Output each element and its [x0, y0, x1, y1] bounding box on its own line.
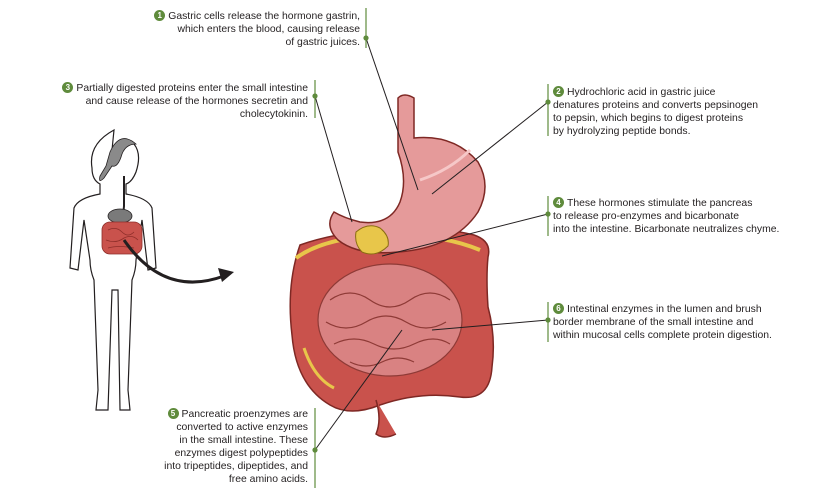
callout-3-line-2: and cause release of the hormones secret…	[85, 96, 308, 107]
figure-pointer-arrow	[122, 239, 225, 284]
small-intestine	[317, 263, 463, 377]
callout-4-line-2: to release pro-enzymes and bicarbonate	[553, 211, 739, 222]
leader-lines	[314, 37, 549, 451]
callout-5-line-3: in the small intestine. These	[179, 435, 308, 446]
callout-1-line-2: which enters the blood, causing release	[177, 24, 360, 35]
callout-5-line-4: enzymes digest polypeptides	[174, 448, 308, 459]
arrow-head	[218, 268, 234, 282]
callout-6-line-1: Intestinal enzymes in the lumen and brus…	[567, 304, 762, 315]
callout-3-line-3: cholecytokinin.	[239, 109, 308, 120]
callout-4-badge: 4	[553, 197, 564, 208]
stomach	[329, 94, 486, 254]
callout-2-line-4: by hydrolyzing peptide bonds.	[553, 126, 691, 137]
callout-1-badge: 1	[154, 10, 166, 21]
callout-1-line-3: of gastric juices.	[285, 37, 361, 48]
callout-6-badge: 6	[553, 303, 564, 314]
figure-intestine-mini	[101, 221, 143, 255]
callout-1-line-1: Gastric cells release the hormone gastri…	[168, 11, 360, 22]
figure-esophagus	[119, 176, 125, 215]
callout-6-line-2b: and	[736, 317, 754, 328]
callout-2-line-1: Hydrochloric acid in gastric juice	[567, 87, 716, 98]
callout-5-line-5: into tripeptides, dipeptides, and	[164, 461, 308, 472]
callout-5-line-1: Pancreatic proenzymes are	[181, 409, 308, 420]
callout-6-line-3: within mucosal cells complete protein di…	[553, 330, 772, 341]
callout-2-line-3: to pepsin, which begins to digest protei…	[553, 113, 744, 124]
figure-hair	[99, 138, 138, 181]
callout-2-line-2: denatures proteins and converts pepsinog…	[553, 100, 759, 111]
figure-stomach-mini	[107, 208, 133, 224]
callout-4-line-3: into the intestine. Bicarbonate neutrali…	[553, 224, 780, 235]
callout-3-badge: 3	[62, 82, 74, 93]
callout-4-line-1: These hormones stimulate the pancreas	[567, 198, 753, 209]
callout-5-line-6: free amino acids.	[228, 474, 308, 485]
callout-5-badge: 5	[167, 408, 179, 419]
callout-2-badge: 2	[553, 86, 564, 97]
callout-6-line-2: border membrane of the small intestine	[553, 317, 734, 328]
pancreas	[355, 225, 389, 255]
callout-5-line-2: converted to active enzymes	[176, 422, 308, 433]
callout-bars	[312, 8, 551, 488]
human-figure	[69, 128, 157, 411]
callout-3-line-1: Partially digested proteins enter the sm…	[76, 83, 308, 94]
